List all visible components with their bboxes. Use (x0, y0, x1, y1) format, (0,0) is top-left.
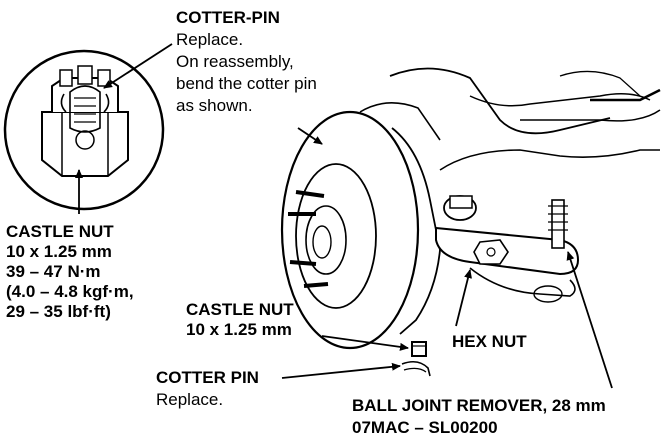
ball-joint-remover-part-number: 07MAC – SL00200 (352, 418, 498, 437)
cotter-pin-note-replace: Replace. (176, 30, 244, 49)
strut-assembly (389, 67, 661, 135)
castle-nut-title: CASTLE NUT (6, 222, 114, 241)
cotter-pin-bottom-note: Replace. (156, 390, 224, 409)
leader-lines (75, 43, 613, 389)
cotter-pin-note-shown: as shown. (176, 96, 253, 115)
cotter-pin-title: COTTER-PIN (176, 8, 280, 27)
castle-nut-torque-lbf: 29 – 35 lbf·ft) (6, 302, 111, 321)
castle-nut-spec: 10 x 1.25 mm (6, 242, 112, 261)
lower-arm-and-tool (435, 149, 660, 303)
castle-nut-mid-title: CASTLE NUT (186, 300, 294, 319)
hex-nut-label: HEX NUT (452, 332, 527, 351)
castle-nut-mid-spec: 10 x 1.25 mm (186, 320, 292, 339)
cotter-pin-small (401, 360, 431, 377)
castle-nut-small (411, 341, 427, 357)
ball-joint-remover-title: BALL JOINT REMOVER, 28 mm (352, 396, 606, 415)
cotter-pin-note-reassembly: On reassembly, (176, 52, 294, 71)
cotter-pin-note-bend: bend the cotter pin (176, 74, 317, 93)
castle-nut-torque: 39 – 47 N·m (6, 262, 101, 281)
cotter-pin-bottom-title: COTTER PIN (156, 368, 259, 387)
castle-nut-torque-kgf: (4.0 – 4.8 kgf·m, (6, 282, 134, 301)
castle-nut-detail-inset (3, 49, 165, 211)
wheel-hub-disc (280, 102, 441, 350)
